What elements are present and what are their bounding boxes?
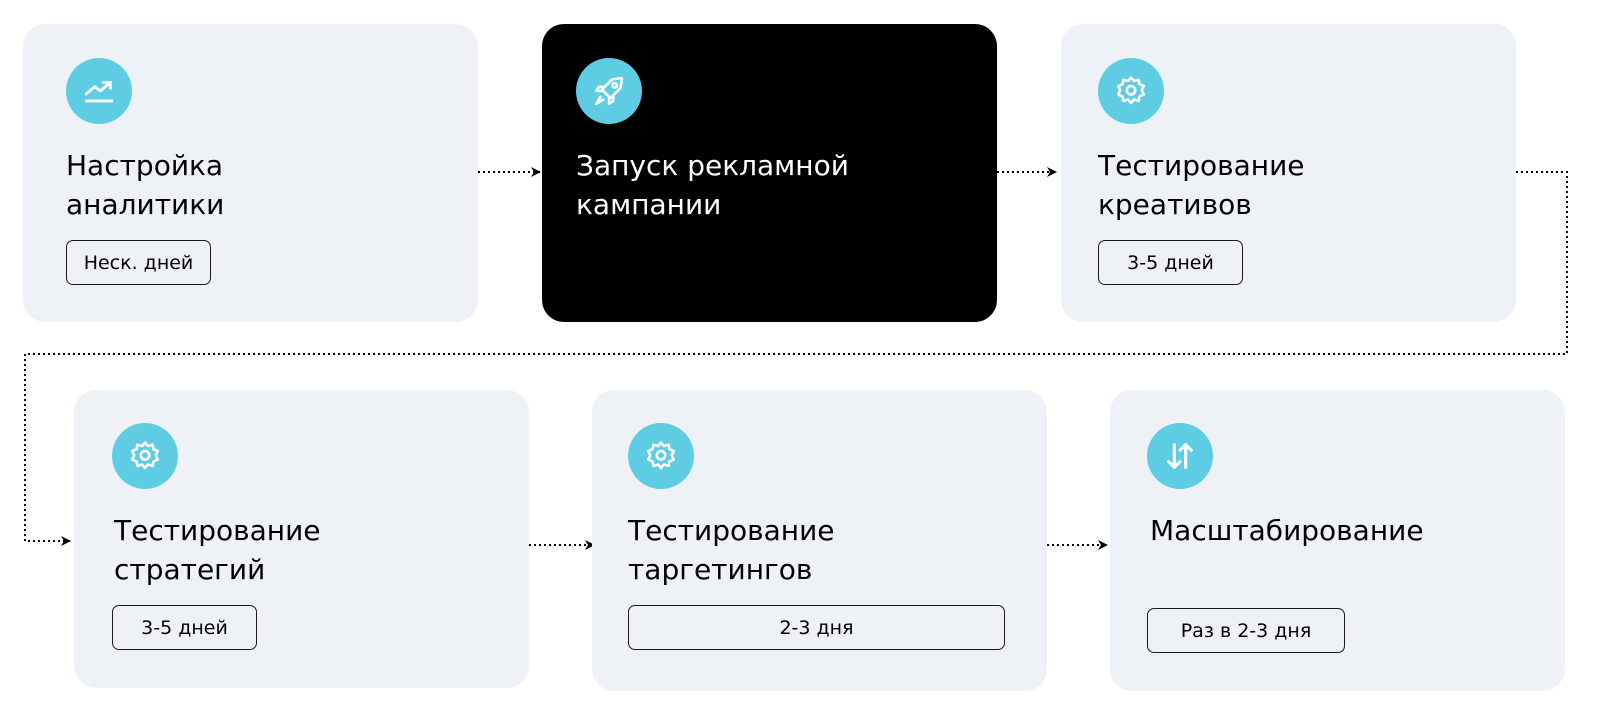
duration-badge: 3-5 дней [112,605,257,650]
arrows-up-down-icon [1147,423,1213,489]
step-card-targeting-testing: Тестирование таргетингов 2-3 дня [592,390,1047,691]
step-card-campaign-launch: Запуск рекламной кампании [542,24,997,322]
duration-badge: 3-5 дней [1098,240,1243,285]
step-card-creative-testing: Тестирование креативов 3-5 дней [1061,24,1516,322]
step-title: Тестирование таргетингов [628,514,835,586]
step-title: Тестирование стратегий [114,514,321,586]
step-card-scaling: Масштабирование Раз в 2-3 дня [1110,390,1565,691]
step-title: Запуск рекламной кампании [576,149,849,221]
gear-icon [112,423,178,489]
chart-up-icon [66,58,132,124]
frequency-badge: Раз в 2-3 дня [1147,608,1345,653]
gear-icon [1098,58,1164,124]
gear-icon [628,423,694,489]
step-title: Тестирование креативов [1098,149,1305,221]
step-title: Настройка аналитики [66,149,225,221]
step-title: Масштабирование [1150,514,1424,547]
rocket-icon [576,58,642,124]
step-card-analytics-setup: Настройка аналитики Неск. дней [23,24,478,322]
duration-badge: Неск. дней [66,240,211,285]
step-card-strategy-testing: Тестирование стратегий 3-5 дней [74,390,529,688]
duration-badge: 2-3 дня [628,605,1005,650]
